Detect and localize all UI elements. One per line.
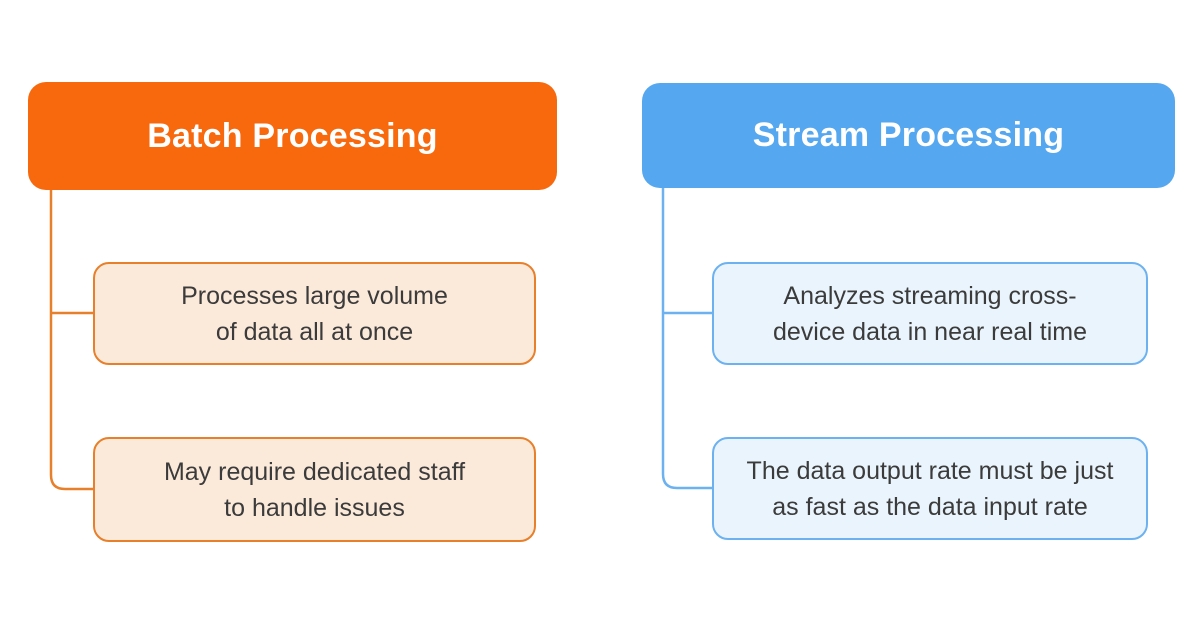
batch-item-volume: Processes large volume of data all at on… [93, 262, 536, 365]
stream-item-output-rate-line2: as fast as the data input rate [772, 492, 1088, 521]
batch-processing-title: Batch Processing [147, 116, 438, 155]
stream-item-analyze: Analyzes streaming cross- device data in… [712, 262, 1148, 365]
batch-item-staff-line1: May require dedicated staff [163, 457, 466, 486]
stream-item-analyze-line1: Analyzes streaming cross- [783, 281, 1077, 310]
batch-item-staff: May require dedicated staff to handle is… [93, 437, 536, 542]
stream-connector-trunk [661, 187, 712, 490]
batch-item-volume-line2: of data all at once [215, 317, 414, 346]
stream-item-output-rate-line1: The data output rate must be just [746, 456, 1114, 485]
stream-processing-title: Stream Processing [752, 116, 1065, 154]
batch-item-staff-line2: to handle issues [224, 493, 405, 522]
stream-item-analyze-line2: device data in near real time [772, 317, 1088, 346]
batch-item-volume-line1: Processes large volume [181, 281, 448, 310]
batch-connector-trunk [49, 189, 93, 491]
stream-processing-header: Stream Processing [642, 83, 1175, 188]
stream-item-output-rate: The data output rate must be just as fas… [712, 437, 1148, 540]
batch-processing-header: Batch Processing [28, 82, 557, 190]
